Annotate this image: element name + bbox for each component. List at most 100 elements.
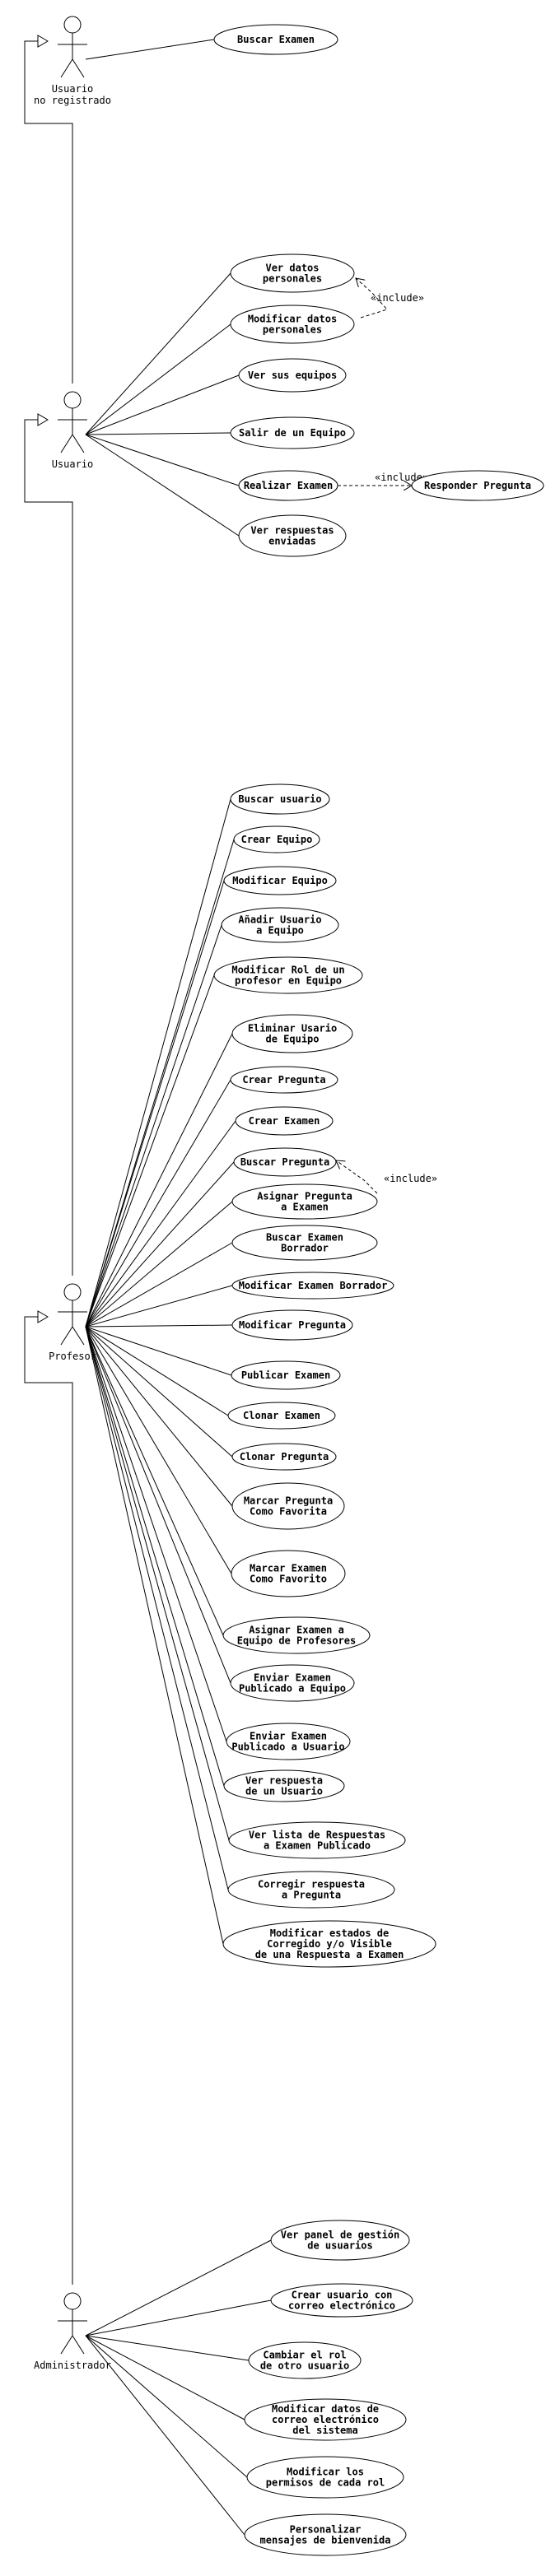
use-case-label: Buscar Examen	[266, 1232, 343, 1244]
association-teacher-uc28	[85, 1326, 231, 1684]
use-case-ellipse	[230, 253, 355, 293]
association-user-uc3	[85, 323, 231, 435]
association-teacher-uc13	[85, 974, 215, 1328]
use-case-label: Modificar los	[287, 2467, 364, 2478]
use-case-ellipse	[411, 470, 544, 501]
use-case-ellipse	[230, 1664, 355, 1702]
association-teacher-uc27	[85, 1326, 224, 1636]
use-case-ellipse	[270, 2220, 410, 2261]
association-teacher-uc31	[85, 1326, 230, 1841]
use-case-buscar-pregunta[interactable]: Buscar Pregunta	[233, 1147, 337, 1177]
association-teacher-uc23	[85, 1326, 229, 1416]
actor-admin: Administrador	[34, 2292, 111, 2371]
use-case-realizar-examen[interactable]: Realizar Examen	[238, 470, 338, 501]
use-case-crear-equipo[interactable]: Crear Equipo	[233, 825, 320, 853]
use-case-label: Marcar Pregunta	[244, 1495, 333, 1507]
association-admin-uc39	[85, 2335, 245, 2536]
use-case-label: Cambiar el rol	[263, 2350, 346, 2361]
use-case-crear-pregunta[interactable]: Crear Pregunta	[230, 1066, 338, 1094]
use-case-ellipse	[231, 1014, 353, 1053]
use-case-label: Ver panel de gestión	[281, 2230, 400, 2241]
use-case-crear-examen[interactable]: Crear Examen	[235, 1106, 334, 1136]
use-case-ellipse	[213, 956, 363, 994]
actor-label: Usuario	[52, 83, 94, 95]
use-case-label: Corregir respuesta	[258, 1879, 365, 1890]
use-case-ellipse	[231, 1550, 346, 1597]
use-case-label: a Equipo	[256, 925, 304, 937]
association-teacher-uc33	[85, 1326, 224, 1945]
association-teacher-uc9	[85, 798, 231, 1328]
use-case-label: Equipo de Profesores	[237, 1635, 357, 1647]
use-case-label: a Examen Publicado	[264, 1840, 371, 1852]
use-case-label: Enviar Examen	[254, 1672, 331, 1684]
use-case-buscar-examen[interactable]: Buscar Examen	[213, 24, 338, 55]
use-case-label: permisos de cada rol	[266, 2477, 385, 2489]
use-case-clonar-examen[interactable]: Clonar Examen	[227, 1402, 336, 1430]
actor-leg-right	[72, 434, 85, 453]
association-user-uc6	[85, 434, 240, 486]
use-case-buscar-usuario[interactable]: Buscar usuario	[230, 783, 330, 815]
use-case-responder-pregunta[interactable]: Responder Pregunta	[411, 470, 544, 501]
generalization-user-visitor	[24, 40, 73, 384]
use-case-modificar-pregunta[interactable]: Modificar Pregunta	[231, 1309, 353, 1341]
use-case-ellipse	[213, 24, 338, 55]
use-case-ellipse	[231, 1360, 341, 1390]
use-case-ellipse	[231, 1225, 378, 1261]
association-admin-uc36	[85, 2335, 250, 2361]
include-label: «include»	[384, 1173, 437, 1184]
association-user-uc5	[85, 432, 231, 435]
use-case-modificar-equipo[interactable]: Modificar Equipo	[223, 866, 337, 895]
use-case-ellipse	[248, 2341, 362, 2379]
actor-head	[63, 16, 82, 34]
include-label: «include»	[375, 472, 428, 483]
actor-label: Profesor	[49, 1351, 96, 1362]
use-case-salir-de-un-equipo[interactable]: Salir de un Equipo	[230, 416, 355, 449]
generalization-arrowhead	[37, 413, 49, 426]
use-case-label: Ver respuestas	[250, 525, 334, 537]
use-case-label: mensajes de bienvenida	[260, 2535, 391, 2546]
actor-leg-left	[60, 434, 73, 453]
use-case-label: Responder Pregunta	[424, 480, 531, 491]
use-case-label: de una Respuesta a Examen	[255, 1949, 404, 1960]
generalization-arrowhead	[37, 35, 49, 48]
use-case-label: personales	[263, 324, 322, 336]
use-case-publicar-examen[interactable]: Publicar Examen	[231, 1360, 341, 1390]
use-case-ellipse	[231, 1443, 337, 1471]
association-teacher-uc30	[85, 1326, 225, 1787]
association-teacher-uc21	[85, 1324, 233, 1328]
association-admin-uc35	[85, 2299, 272, 2337]
use-case-clonar-pregunta[interactable]: Clonar Pregunta	[231, 1443, 337, 1471]
use-case-label: Añadir Usuario	[238, 914, 321, 926]
actor-leg-right	[72, 1326, 85, 1346]
association-user-uc4	[85, 374, 240, 435]
actor-label: Usuario	[52, 458, 94, 470]
use-case-label: correo electrónico	[272, 2414, 379, 2425]
use-case-modificar-examen-borrador[interactable]: Modificar Examen Borrador	[231, 1272, 394, 1300]
use-case-ver-sus-equipos[interactable]: Ver sus equipos	[238, 358, 347, 393]
